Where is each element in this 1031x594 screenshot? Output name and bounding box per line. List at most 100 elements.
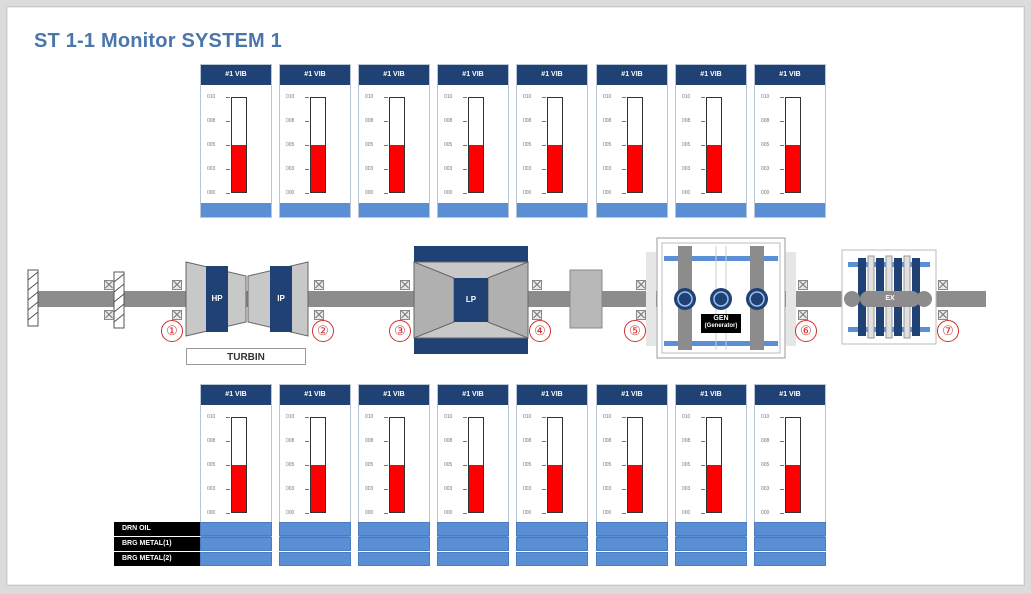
data-cell[interactable]: [754, 537, 826, 551]
data-cell[interactable]: [675, 537, 747, 551]
gauge-tick-mark: [622, 145, 626, 146]
card-title: #1 VIB: [201, 65, 271, 85]
data-cell[interactable]: [754, 522, 826, 536]
card-title: #1 VIB: [517, 385, 587, 405]
gauge-tick-label: 005: [682, 142, 691, 148]
data-cell[interactable]: [358, 552, 430, 566]
gauge-tick-label: 000: [761, 190, 770, 196]
gauge-tick-label: 000: [286, 510, 295, 516]
gauge-tick-mark: [780, 145, 784, 146]
data-cell[interactable]: [516, 537, 588, 551]
data-cell[interactable]: [516, 552, 588, 566]
data-cell[interactable]: [675, 552, 747, 566]
data-cell[interactable]: [200, 552, 272, 566]
gauge-tick-label: 003: [523, 166, 532, 172]
gauge-tick-mark: [701, 97, 705, 98]
bearing-marker-4[interactable]: ④: [529, 320, 551, 342]
gauge-tick-label: 005: [523, 462, 532, 468]
gauge-tick-label: 000: [603, 510, 612, 516]
data-cell[interactable]: [437, 552, 509, 566]
data-cell[interactable]: [516, 522, 588, 536]
gen-sublabel: (Generator): [704, 323, 738, 329]
gauge-fill: [707, 465, 721, 512]
bearing-pad: [104, 280, 114, 290]
gauge-tick-label: 008: [603, 438, 612, 444]
gauge-tube: [627, 97, 643, 193]
gauge-tick-mark: [384, 193, 388, 194]
gauge-tick-mark: [463, 121, 467, 122]
hp-label: HP: [211, 294, 223, 303]
gauge-tick-label: 010: [286, 94, 295, 100]
gauge-tick-label: 000: [207, 510, 216, 516]
gauge-tick-mark: [701, 417, 705, 418]
data-cell[interactable]: [675, 522, 747, 536]
gauge-fill: [548, 145, 562, 192]
data-cell[interactable]: [754, 552, 826, 566]
gauge-tick-mark: [226, 169, 230, 170]
gauge-tube: [389, 97, 405, 193]
gauge-tick-mark: [384, 513, 388, 514]
bearing-marker-5[interactable]: ⑤: [624, 320, 646, 342]
row-label: BRG METAL(1): [114, 537, 200, 551]
data-cell[interactable]: [279, 537, 351, 551]
gauge-tick-label: 008: [761, 118, 770, 124]
gauge-fill: [232, 145, 246, 192]
data-cell[interactable]: [596, 552, 668, 566]
gauge-tick-label: 005: [365, 142, 374, 148]
gauge-tick-mark: [701, 121, 705, 122]
bearing-marker-3[interactable]: ③: [389, 320, 411, 342]
gauge-tick-label: 005: [603, 462, 612, 468]
gauge-tick-mark: [701, 465, 705, 466]
card-title: #1 VIB: [438, 385, 508, 405]
gauge-tick-mark: [463, 145, 467, 146]
data-cell[interactable]: [200, 522, 272, 536]
bearing-marker-2[interactable]: ②: [312, 320, 334, 342]
gauge-tick-label: 008: [761, 438, 770, 444]
data-cell[interactable]: [279, 522, 351, 536]
data-cell[interactable]: [358, 522, 430, 536]
gauge-tick-mark: [384, 441, 388, 442]
data-cell[interactable]: [596, 522, 668, 536]
gauge-tube: [468, 97, 484, 193]
ex-label: EX: [885, 295, 895, 302]
gauge-tick-label: 000: [682, 190, 691, 196]
bearing-marker-7[interactable]: ⑦: [937, 320, 959, 342]
gauge-tick-mark: [305, 169, 309, 170]
data-cell[interactable]: [437, 537, 509, 551]
gauge-tick-mark: [622, 441, 626, 442]
data-cell[interactable]: [279, 552, 351, 566]
data-cell[interactable]: [200, 537, 272, 551]
gauge-tick-mark: [226, 145, 230, 146]
data-cell[interactable]: [358, 537, 430, 551]
bearing-marker-6[interactable]: ⑥: [795, 320, 817, 342]
card-value-bar: [517, 203, 587, 217]
gauge-tick-label: 003: [365, 486, 374, 492]
gauge-tick-label: 005: [523, 142, 532, 148]
gauge-tick-label: 003: [682, 166, 691, 172]
gauge-fill: [469, 145, 483, 192]
gauge-tick-mark: [384, 489, 388, 490]
data-cell[interactable]: [596, 537, 668, 551]
bearing-marker-1[interactable]: ①: [161, 320, 183, 342]
data-cell[interactable]: [437, 522, 509, 536]
gauge-tube: [389, 417, 405, 513]
gauge-fill: [548, 465, 562, 512]
